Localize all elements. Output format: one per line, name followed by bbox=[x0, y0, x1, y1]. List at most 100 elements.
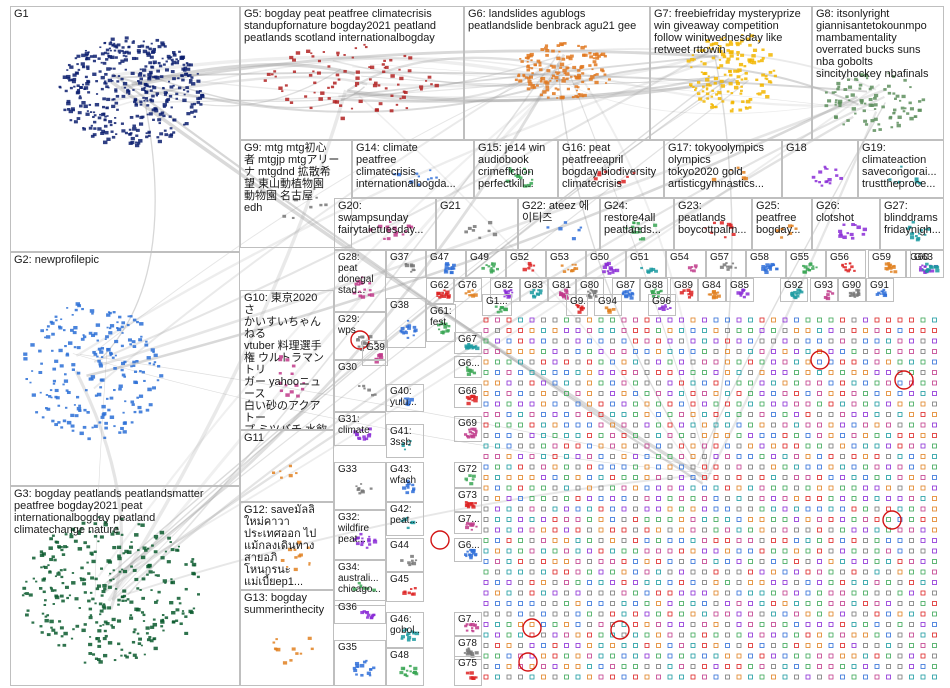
vertex-marker bbox=[126, 323, 130, 327]
vertex-marker bbox=[402, 591, 407, 595]
vertex-marker bbox=[919, 229, 923, 232]
vertex-marker bbox=[318, 97, 323, 101]
isolate-node bbox=[633, 370, 638, 375]
vertex-marker bbox=[153, 534, 159, 539]
vertex-marker bbox=[39, 391, 42, 394]
vertex-marker bbox=[149, 639, 154, 643]
cluster-g61 bbox=[436, 320, 451, 335]
group-label: G7... bbox=[458, 514, 479, 525]
isolate-node bbox=[886, 328, 891, 333]
vertex-marker bbox=[148, 75, 152, 79]
isolate-node bbox=[679, 664, 684, 669]
edge-line bbox=[102, 101, 156, 358]
isolate-node bbox=[794, 527, 799, 533]
vertex-marker bbox=[365, 546, 369, 549]
isolate-node bbox=[828, 370, 834, 375]
vertex-marker bbox=[760, 83, 763, 86]
isolate-node bbox=[828, 328, 834, 333]
isolate-node bbox=[725, 527, 730, 533]
isolate-node bbox=[621, 422, 627, 428]
vertex-marker bbox=[161, 614, 165, 617]
vertex-marker bbox=[715, 93, 719, 96]
isolate-node bbox=[725, 664, 730, 669]
isolate-node bbox=[759, 391, 765, 396]
isolate-node bbox=[541, 370, 546, 375]
isolate-node bbox=[817, 580, 822, 585]
vertex-marker bbox=[166, 54, 171, 58]
group-box-g15: G15: je14 win audiobook crimefiction per… bbox=[474, 140, 558, 198]
group-label: G34: australi... chicago... bbox=[338, 562, 381, 595]
isolate-node bbox=[794, 328, 799, 333]
vertex-marker bbox=[77, 532, 81, 535]
vertex-marker bbox=[64, 406, 68, 409]
isolate-node bbox=[702, 674, 707, 680]
isolate-node bbox=[633, 559, 638, 564]
vertex-marker bbox=[114, 56, 118, 59]
isolate-node bbox=[897, 674, 903, 680]
vertex-marker bbox=[139, 322, 144, 326]
vertex-marker bbox=[446, 294, 451, 298]
vertex-marker bbox=[98, 516, 101, 519]
group-label: G75 bbox=[458, 658, 477, 669]
vertex-marker bbox=[116, 80, 120, 83]
vertex-marker bbox=[909, 116, 914, 121]
isolate-node bbox=[897, 380, 903, 386]
vertex-marker bbox=[285, 97, 290, 102]
isolate-node bbox=[610, 443, 615, 449]
cluster-g16 bbox=[593, 169, 636, 185]
isolate-node bbox=[541, 674, 546, 680]
vertex-marker bbox=[278, 86, 283, 90]
vertex-marker bbox=[101, 129, 106, 133]
vertex-marker bbox=[128, 128, 132, 131]
isolate-node bbox=[932, 569, 937, 575]
vertex-marker bbox=[487, 229, 491, 233]
vertex-marker bbox=[152, 75, 155, 79]
isolate-node bbox=[552, 464, 558, 470]
vertex-marker bbox=[103, 603, 106, 606]
vertex-marker bbox=[105, 58, 109, 61]
isolate-node bbox=[621, 433, 627, 438]
isolate-node bbox=[575, 580, 581, 585]
isolate-node bbox=[805, 349, 811, 354]
vertex-marker bbox=[136, 607, 141, 612]
vertex-marker bbox=[88, 331, 93, 335]
isolate-node bbox=[656, 349, 661, 354]
vertex-marker bbox=[425, 80, 428, 82]
isolate-node bbox=[920, 464, 926, 470]
isolate-node bbox=[840, 380, 845, 386]
isolate-node bbox=[679, 590, 684, 596]
vertex-marker bbox=[334, 100, 340, 104]
vertex-marker bbox=[93, 114, 97, 117]
isolate-node bbox=[690, 443, 696, 449]
isolate-node bbox=[771, 569, 776, 575]
isolate-node bbox=[483, 548, 489, 554]
vertex-marker bbox=[880, 290, 883, 293]
vertex-marker bbox=[40, 362, 43, 365]
group-label: G93 bbox=[814, 280, 833, 291]
isolate-node bbox=[725, 328, 730, 333]
vertex-marker bbox=[99, 386, 103, 389]
isolate-node bbox=[886, 464, 891, 470]
isolate-node bbox=[886, 611, 891, 617]
vertex-marker bbox=[589, 55, 594, 59]
group-label: G9: mtg mtg初心 者 mtgjp mtgアリー ナ mtgdnd 拡散… bbox=[244, 142, 340, 214]
isolate-node bbox=[851, 338, 857, 344]
vertex-marker bbox=[132, 653, 137, 657]
vertex-marker bbox=[887, 91, 892, 95]
isolate-node bbox=[506, 317, 512, 323]
isolate-node bbox=[621, 370, 627, 375]
isolate-node bbox=[541, 464, 546, 470]
vertex-marker bbox=[471, 431, 474, 434]
vertex-marker bbox=[175, 92, 179, 96]
isolate-node bbox=[909, 401, 914, 407]
isolate-node bbox=[817, 475, 822, 480]
vertex-marker bbox=[590, 75, 595, 79]
isolate-node bbox=[713, 454, 719, 459]
isolate-node bbox=[713, 391, 719, 396]
isolate-node bbox=[851, 454, 857, 459]
vertex-marker bbox=[386, 228, 391, 233]
vertex-marker bbox=[891, 265, 896, 269]
vertex-marker bbox=[313, 91, 316, 94]
vertex-marker bbox=[105, 106, 109, 110]
vertex-marker bbox=[523, 184, 528, 188]
